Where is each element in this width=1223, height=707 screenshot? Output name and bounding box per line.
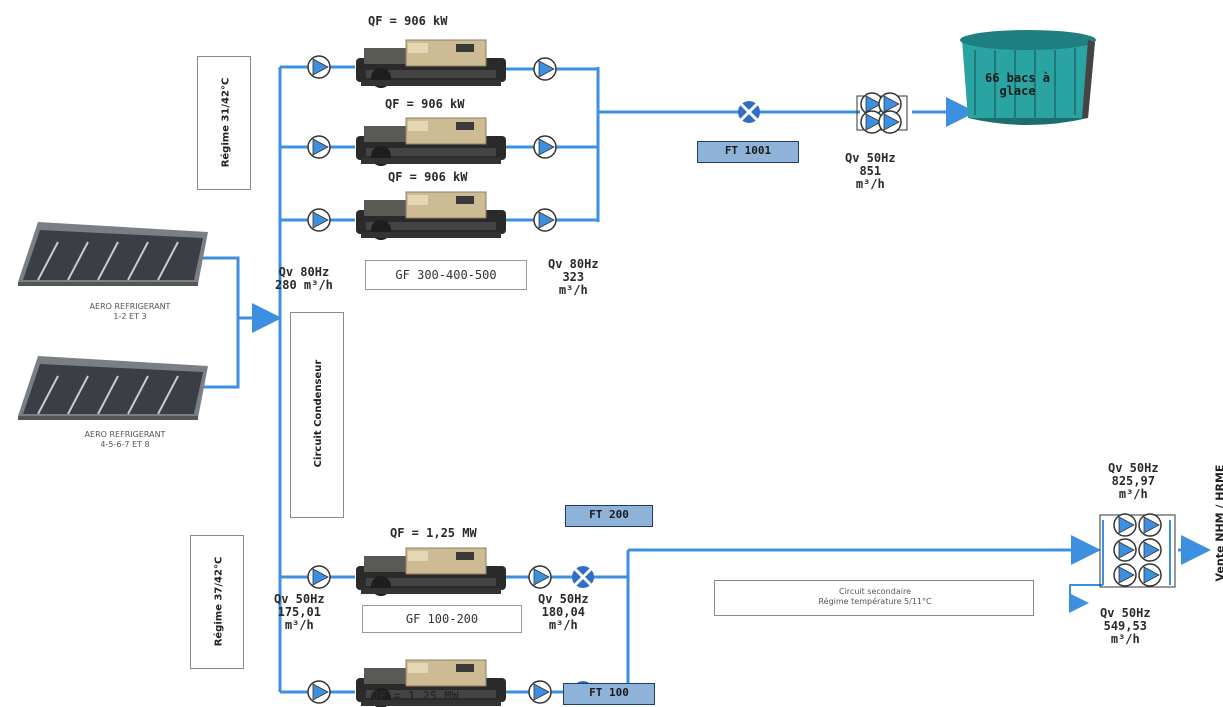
gf-top-group: GF 300-400-500 <box>365 260 527 290</box>
flow-bottom-mid-line-3: m³/h <box>538 619 589 632</box>
flow-right-bottom-line-3: m³/h <box>1100 633 1151 646</box>
qf-top-3: QF = 906 kW <box>388 171 467 184</box>
flow-top-left-line-2: 280 m³/h <box>275 279 333 292</box>
aero-label-2-line-2: 4-5-6-7 ET 8 <box>55 440 195 450</box>
aero-label-1-line-1: AERO REFRIGERANT <box>60 302 200 312</box>
regime-bottom-label: Régime 37/42°C <box>214 532 225 672</box>
aero-refrigerant-1 <box>18 222 208 286</box>
pump-bottom-1-in <box>308 566 330 588</box>
regime-top-box: Régime 31/42°C <box>197 56 251 190</box>
flow-bottom-mid: Qv 50Hz 180,04 m³/h <box>538 593 589 632</box>
qf-top-1: QF = 906 kW <box>368 15 447 28</box>
aero-label-2-line-1: AERO REFRIGERANT <box>55 430 195 440</box>
aero-refrigerant-2 <box>18 356 208 420</box>
chiller-top-1 <box>356 40 506 88</box>
ft-100-tag: FT 100 <box>563 683 655 705</box>
circuit-secondaire-box: Circuit secondaire Régime température 5/… <box>714 580 1034 616</box>
pump-bottom-2-out <box>529 681 551 703</box>
ft-1001-tag: FT 1001 <box>697 141 799 163</box>
ice-tank-label: 66 bacs à glace <box>985 72 1050 98</box>
circuit-secondaire-line-2: Régime température 5/11°C <box>715 597 1035 607</box>
pump-top-2-out <box>534 136 556 158</box>
valve-ft1001 <box>738 101 760 123</box>
chiller-top-3 <box>356 192 506 240</box>
flow-right-top: Qv 50Hz 825,97 m³/h <box>1108 462 1159 501</box>
ft-200-tag: FT 200 <box>565 505 653 527</box>
circuit-secondaire-label: Circuit secondaire Régime température 5/… <box>715 587 1035 607</box>
chiller-top-2 <box>356 118 506 166</box>
flow-top-right-line-3: m³/h <box>548 284 599 297</box>
pump-top-3-in <box>308 209 330 231</box>
flow-ice-pump-line-3: m³/h <box>845 178 896 191</box>
pump-top-2-in <box>308 136 330 158</box>
vente-label: Vente NHM / HRME <box>1214 472 1223 582</box>
gf-bottom-group: GF 100-200 <box>362 605 522 633</box>
ice-tank-label-line-2: glace <box>985 85 1050 98</box>
pump-bottom-1-out <box>529 566 551 588</box>
flow-right-top-line-3: m³/h <box>1108 488 1159 501</box>
flow-bottom-left-line-3: m³/h <box>274 619 325 632</box>
pump-top-1-out <box>534 58 556 80</box>
chiller-bottom-1 <box>356 548 506 596</box>
qf-bottom-1: QF = 1,25 MW <box>390 527 477 540</box>
flow-top-left: Qv 80Hz 280 m³/h <box>275 266 333 292</box>
flow-ice-pump: Qv 50Hz 851 m³/h <box>845 152 896 191</box>
qf-top-2: QF = 906 kW <box>385 98 464 111</box>
circuit-secondaire-line-1: Circuit secondaire <box>715 587 1035 597</box>
qf-bottom-2: QF = 1,25 MW <box>372 690 459 703</box>
regime-bottom-box: Régime 37/42°C <box>190 535 244 669</box>
flow-right-bottom: Qv 50Hz 549,53 m³/h <box>1100 607 1151 646</box>
regime-top-label: Régime 31/42°C <box>221 53 232 193</box>
flow-bottom-left: Qv 50Hz 175,01 m³/h <box>274 593 325 632</box>
aero-label-1: AERO REFRIGERANT 1-2 ET 3 <box>60 302 200 322</box>
aero-label-1-line-2: 1-2 ET 3 <box>60 312 200 322</box>
pump-top-1-in <box>308 56 330 78</box>
valve-ft200 <box>572 566 594 588</box>
aero-label-2: AERO REFRIGERANT 4-5-6-7 ET 8 <box>55 430 195 450</box>
circuit-condenseur-box: Circuit Condenseur <box>290 312 344 518</box>
circuit-condenseur-label: Circuit Condenseur <box>313 326 324 501</box>
pump-top-3-out <box>534 209 556 231</box>
flow-top-right: Qv 80Hz 323 m³/h <box>548 258 599 297</box>
pump-bottom-2-in <box>308 681 330 703</box>
